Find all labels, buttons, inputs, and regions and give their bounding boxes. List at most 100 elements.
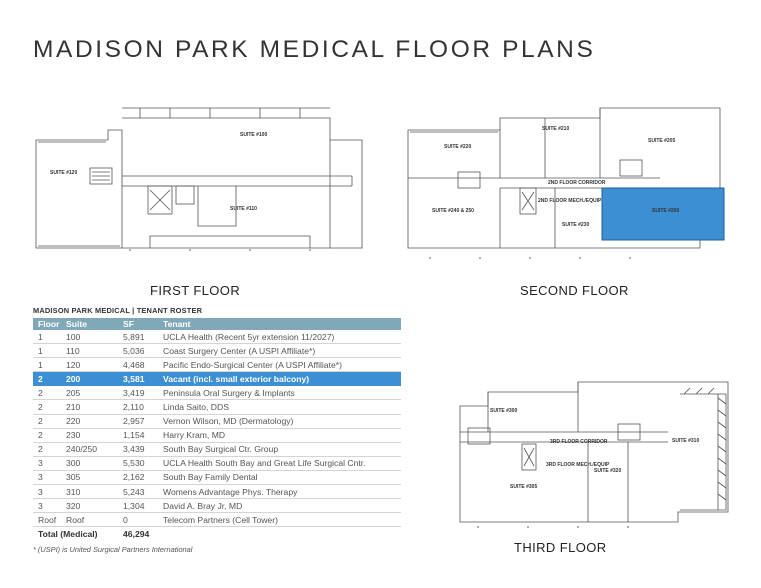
table-cell: 5,243 xyxy=(118,484,158,500)
table-cell: 2 xyxy=(33,414,61,429)
table-cell: Coast Surgery Center (A USPI Affiliate*) xyxy=(158,343,401,359)
table-cell: 100 xyxy=(61,330,118,345)
table-cell: 120 xyxy=(61,357,118,373)
table-cell: 110 xyxy=(61,343,118,359)
second-floor-plan: SUITE #210 SUITE #220 SUITE #205 2ND FLO… xyxy=(400,98,730,270)
footnote: * (USPI) is United Surgical Partners Int… xyxy=(33,545,193,554)
table-cell: 3,439 xyxy=(118,442,158,457)
table-cell: Pacific Endo-Surgical Center (A USPI Aff… xyxy=(158,357,401,373)
table-header-row: Floor Suite SF Tenant xyxy=(33,318,401,330)
table-cell: 1,154 xyxy=(118,428,158,443)
suite-label: SUITE #300 xyxy=(490,408,517,414)
table-cell: Harry Kram, MD xyxy=(158,428,401,443)
first-floor-plan: SUITE #100 SUITE #120 SUITE #110 xyxy=(30,98,368,268)
total-value: 46,294 xyxy=(123,528,150,539)
first-floor-label: FIRST FLOOR xyxy=(150,283,241,298)
table-cell: Roof xyxy=(61,512,118,528)
corridor-label: 2ND FLOOR CORRIDOR xyxy=(548,180,606,186)
table-cell: Womens Advantage Phys. Therapy xyxy=(158,484,401,500)
table-cell: 0 xyxy=(118,512,158,528)
table-cell: 1 xyxy=(33,343,61,359)
column-header: Tenant xyxy=(158,318,401,330)
table-cell: 5,036 xyxy=(118,343,158,359)
table-cell: 5,891 xyxy=(118,330,158,345)
corridor-label: 3RD FLOOR CORRIDOR xyxy=(550,439,608,445)
roster-title: MADISON PARK MEDICAL | TENANT ROSTER xyxy=(33,306,203,315)
suite-label: SUITE #305 xyxy=(510,484,537,490)
suite-label: SUITE #205 xyxy=(648,138,675,144)
table-cell: UCLA Health South Bay and Great Life Sur… xyxy=(158,456,401,471)
table-cell: 230 xyxy=(61,428,118,443)
table-cell: Vernon Wilson, MD (Dermatology) xyxy=(158,414,401,429)
table-cell: 205 xyxy=(61,385,118,401)
page-title: MADISON PARK MEDICAL FLOOR PLANS xyxy=(33,36,596,63)
total-label: Total (Medical) xyxy=(38,528,98,539)
second-floor-label: SECOND FLOOR xyxy=(520,283,629,298)
table-cell: 1 xyxy=(33,330,61,345)
total-row: Total (Medical) 46,294 xyxy=(33,527,401,541)
table-cell: 5,530 xyxy=(118,456,158,471)
column-header: Floor xyxy=(33,318,61,330)
table-cell: 2,162 xyxy=(118,470,158,486)
table-cell: 2 xyxy=(33,442,61,457)
table-cell: 2 xyxy=(33,385,61,401)
suite-label: SUITE #220 xyxy=(444,144,471,150)
suite-label: SUITE #100 xyxy=(240,132,267,138)
table-cell: 4,468 xyxy=(118,357,158,373)
table-cell: 2,957 xyxy=(118,414,158,429)
total-empty xyxy=(158,527,401,541)
table-cell: South Bay Surgical Ctr. Group xyxy=(158,442,401,457)
table-cell: 3,581 xyxy=(118,371,158,387)
table-cell: 2 xyxy=(33,428,61,443)
suite-label: SUITE #120 xyxy=(50,170,77,176)
table-cell: 2,110 xyxy=(118,399,158,415)
table-cell: 210 xyxy=(61,399,118,415)
table-cell: 3 xyxy=(33,470,61,486)
suite-label: SUITE #110 xyxy=(230,206,257,212)
table-cell: 1,304 xyxy=(118,498,158,514)
table-cell: 310 xyxy=(61,484,118,500)
table-cell: 320 xyxy=(61,498,118,514)
table-cell: 305 xyxy=(61,470,118,486)
table-cell: 3 xyxy=(33,484,61,500)
table-cell: 1 xyxy=(33,357,61,373)
suite-label: SUITE #320 xyxy=(594,468,621,474)
table-cell: Telecom Partners (Cell Tower) xyxy=(158,512,401,528)
table-cell: 2 xyxy=(33,399,61,415)
column-header: Suite xyxy=(61,318,118,330)
table-cell: Roof xyxy=(33,512,61,528)
table-cell: 2 xyxy=(33,371,61,387)
table-cell: UCLA Health (Recent 5yr extension 11/202… xyxy=(158,330,401,345)
table-cell: David A. Bray Jr, MD xyxy=(158,498,401,514)
table-cell: 3 xyxy=(33,498,61,514)
table-cell: Peninsula Oral Surgery & Implants xyxy=(158,385,401,401)
table-cell: South Bay Family Dental xyxy=(158,470,401,486)
suite-label: SUITE #210 xyxy=(542,126,569,132)
third-floor-plan: SUITE #300 3RD FLOOR CORRIDOR SUITE #310… xyxy=(418,372,738,532)
table-cell: 200 xyxy=(61,371,118,387)
mech-label: 2ND FLOOR MECH./EQUIP xyxy=(538,198,602,204)
table-cell: Vacant (incl. small exterior balcony) xyxy=(158,371,401,387)
third-floor-label: THIRD FLOOR xyxy=(514,540,607,555)
mech-label: 3RD FLOOR MECH./EQUIP xyxy=(546,462,610,468)
suite-label: SUITE #240 & 250 xyxy=(432,208,474,214)
table-cell: 220 xyxy=(61,414,118,429)
table-cell: 240/250 xyxy=(61,442,118,457)
suite-label: SUITE #310 xyxy=(672,438,699,444)
table-cell: 3,419 xyxy=(118,385,158,401)
table-cell: 300 xyxy=(61,456,118,471)
